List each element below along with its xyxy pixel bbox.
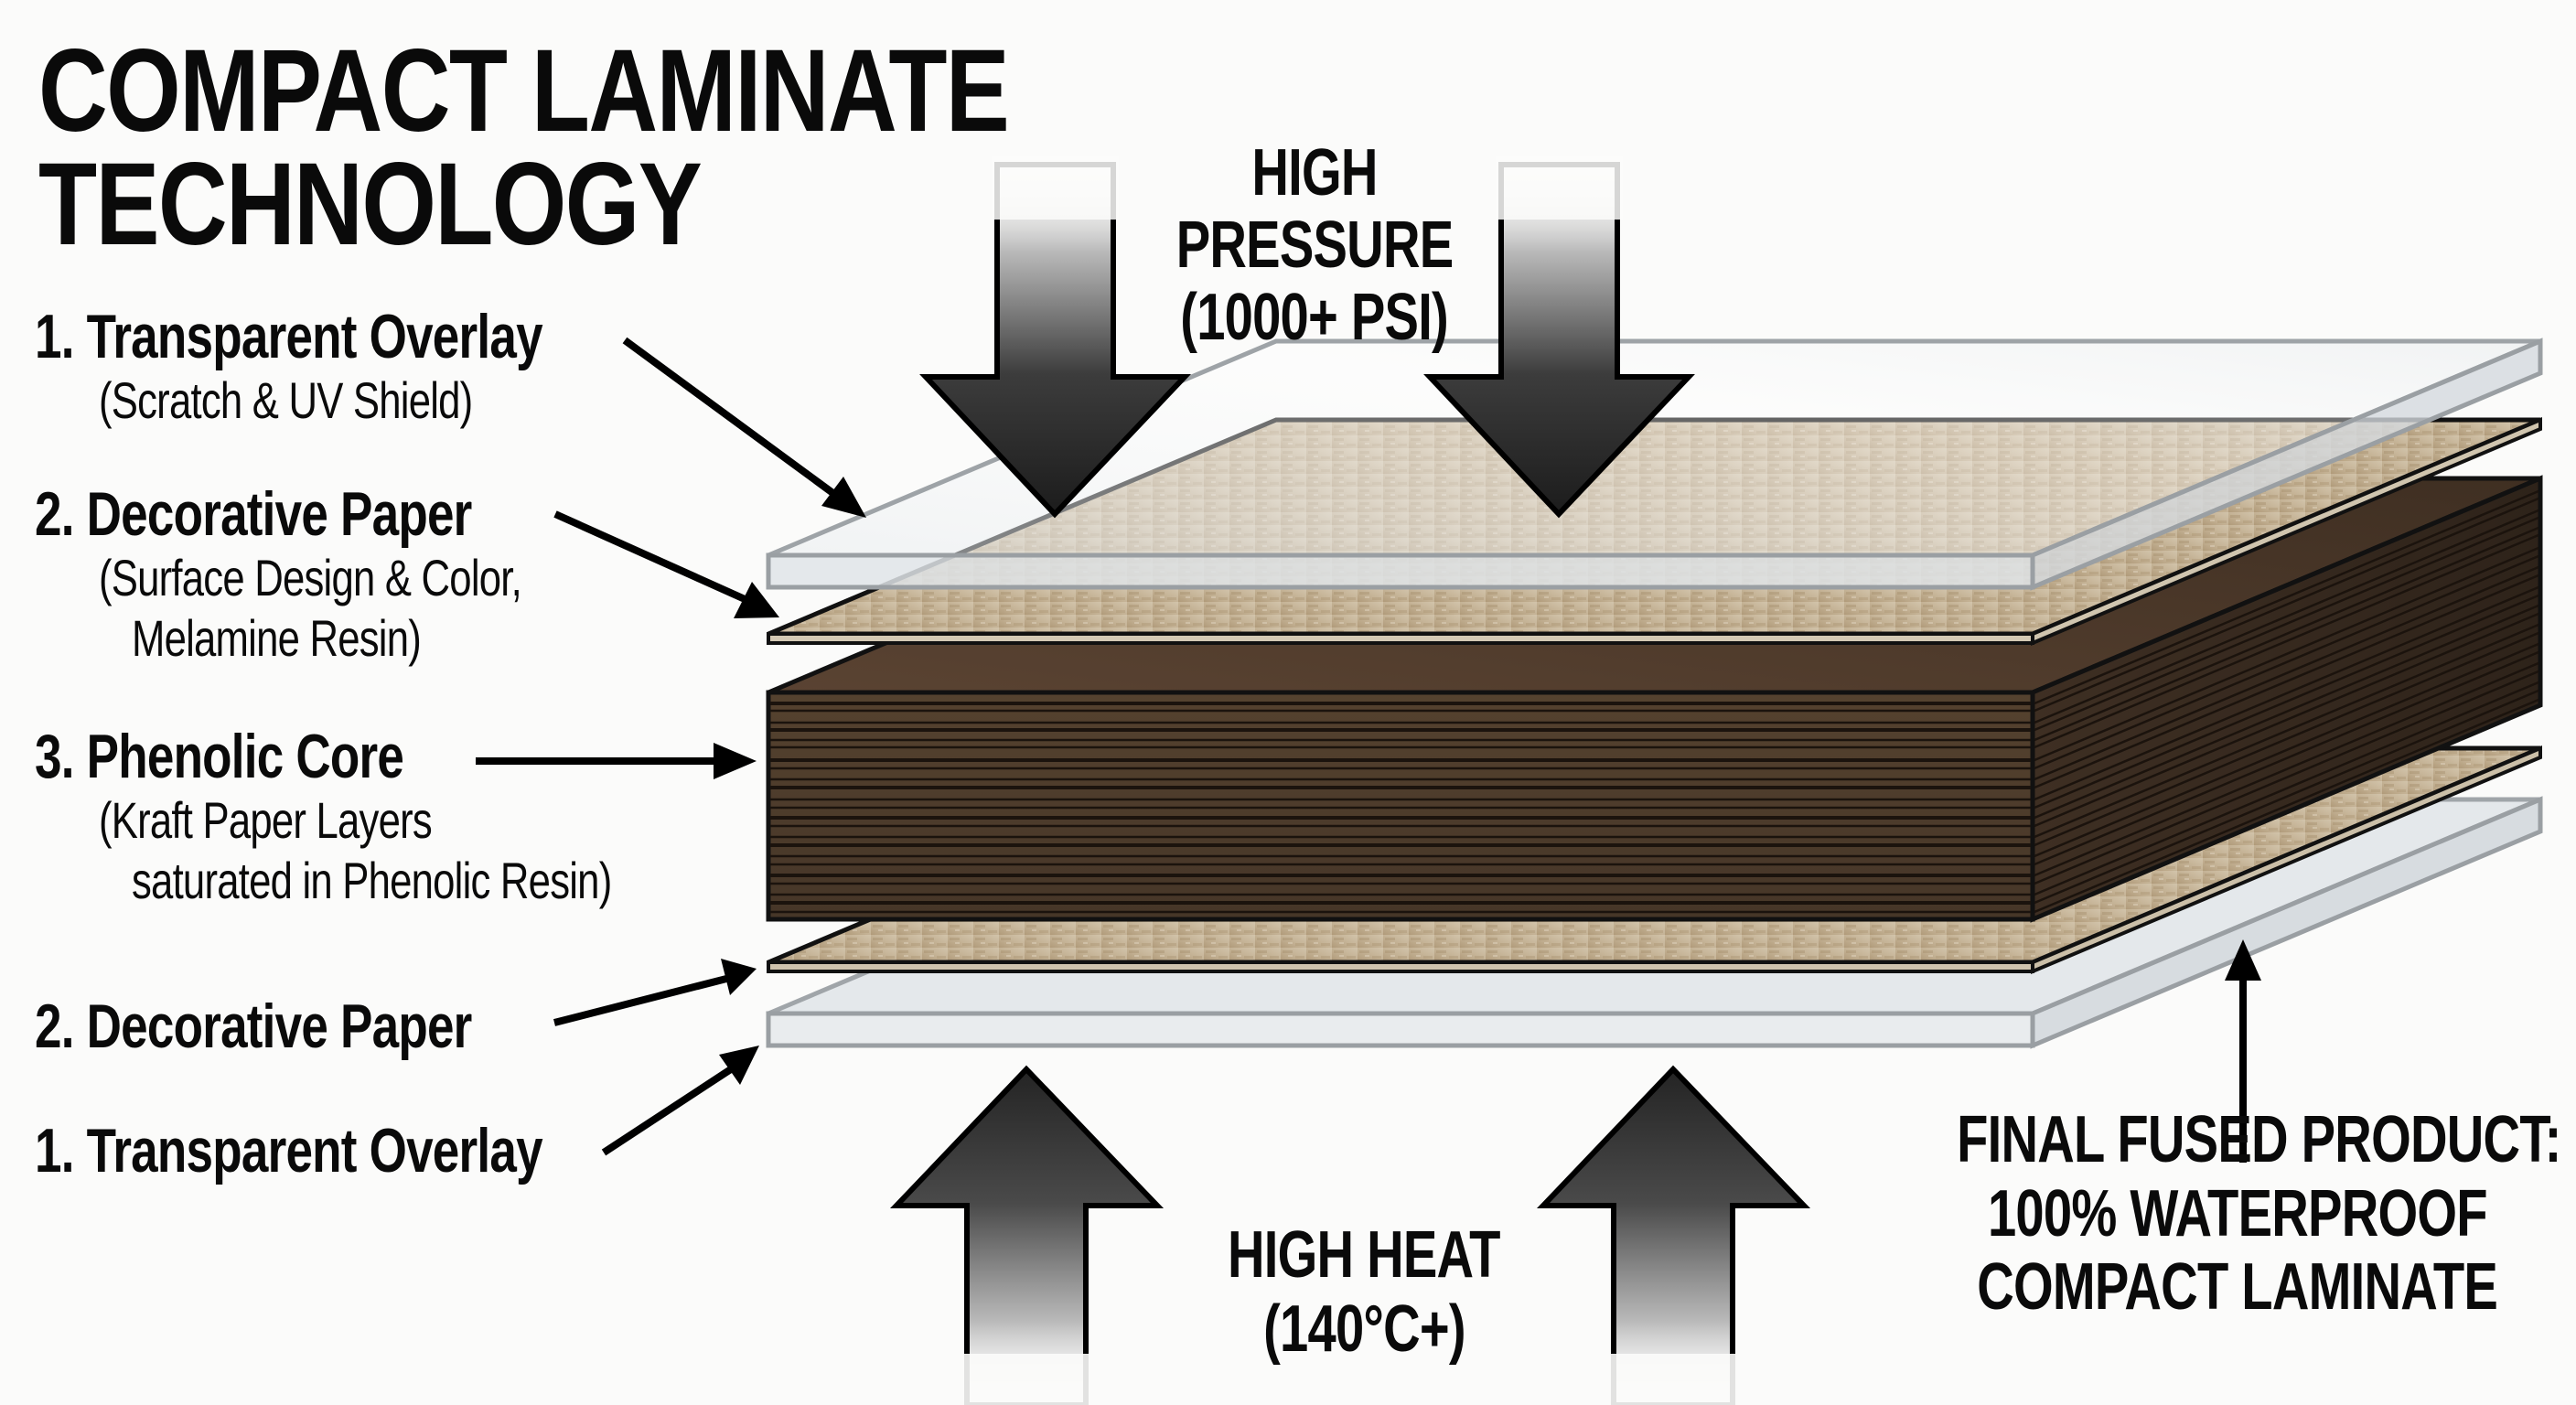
final-product-callout: FINAL FUSED PRODUCT: 100% WATERPROOF COM… [1872, 1103, 2576, 1325]
label-bottom-decorative-name: 2. Decorative Paper [35, 992, 472, 1061]
label-phenolic-core-name: 3. Phenolic Core [35, 722, 404, 791]
page-title-line-2: TECHNOLOGY [38, 146, 846, 263]
final-product-line-2: 100% WATERPROOF [1988, 1176, 2488, 1250]
heat-callout: HIGH HEAT (140°C+) [1181, 1218, 1547, 1366]
heat-arrow-left-icon [889, 1065, 1165, 1405]
heat-arrow-right-icon [1536, 1065, 1811, 1405]
label-top-decorative-sub-2: Melamine Resin) [132, 609, 422, 667]
leader-arrow-bottom-overlay-icon [601, 1046, 759, 1156]
final-product-arrow-icon [2225, 939, 2261, 1163]
pressure-callout: HIGH PRESSURE (1000+ PSI) [1132, 136, 1497, 355]
label-phenolic-core-sub-2: saturated in Phenolic Resin) [132, 852, 612, 909]
label-top-decorative-name: 2. Decorative Paper [35, 479, 472, 549]
pressure-line-3: (1000+ PSI) [1180, 281, 1449, 355]
title-line-1: COMPACT LAMINATE [38, 26, 1010, 156]
final-product-line-1: FINAL FUSED PRODUCT: [1957, 1103, 2561, 1176]
pressure-arrow-right-icon [1423, 156, 1695, 519]
label-top-overlay-sub: (Scratch & UV Shield) [99, 371, 473, 429]
label-top-decorative: 2. Decorative Paper (Surface Design & Co… [35, 483, 640, 664]
label-bottom-overlay-name: 1. Transparent Overlay [35, 1116, 543, 1185]
heat-line-2: (140°C+) [1262, 1292, 1465, 1366]
page-title: COMPACT LAMINATE [38, 33, 1221, 150]
label-bottom-decorative: 2. Decorative Paper [35, 995, 595, 1057]
label-top-overlay: 1. Transparent Overlay (Scratch & UV Shi… [35, 306, 685, 426]
label-bottom-overlay: 1. Transparent Overlay [35, 1120, 685, 1182]
final-product-line-3: COMPACT LAMINATE [1977, 1250, 2499, 1325]
pressure-line-2: PRESSURE [1175, 209, 1454, 283]
label-top-decorative-sub-1: (Surface Design & Color, [99, 549, 522, 606]
label-top-overlay-name: 1. Transparent Overlay [35, 302, 543, 371]
leader-arrow-top-decorative-icon [553, 510, 779, 618]
pressure-arrow-left-icon [919, 156, 1191, 519]
heat-line-1: HIGH HEAT [1228, 1218, 1500, 1292]
leader-arrow-top-overlay-icon [622, 337, 866, 518]
label-phenolic-core: 3. Phenolic Core (Kraft Paper Layers sat… [35, 725, 746, 906]
leader-arrow-bottom-decorative-icon [553, 959, 757, 1026]
top-overlay-layer [766, 338, 2543, 591]
pressure-line-1: HIGH [1251, 136, 1378, 209]
title-line-2: TECHNOLOGY [38, 139, 703, 270]
leader-arrow-phenolic-core-icon [476, 743, 757, 779]
label-phenolic-core-sub-1: (Kraft Paper Layers [99, 791, 433, 849]
